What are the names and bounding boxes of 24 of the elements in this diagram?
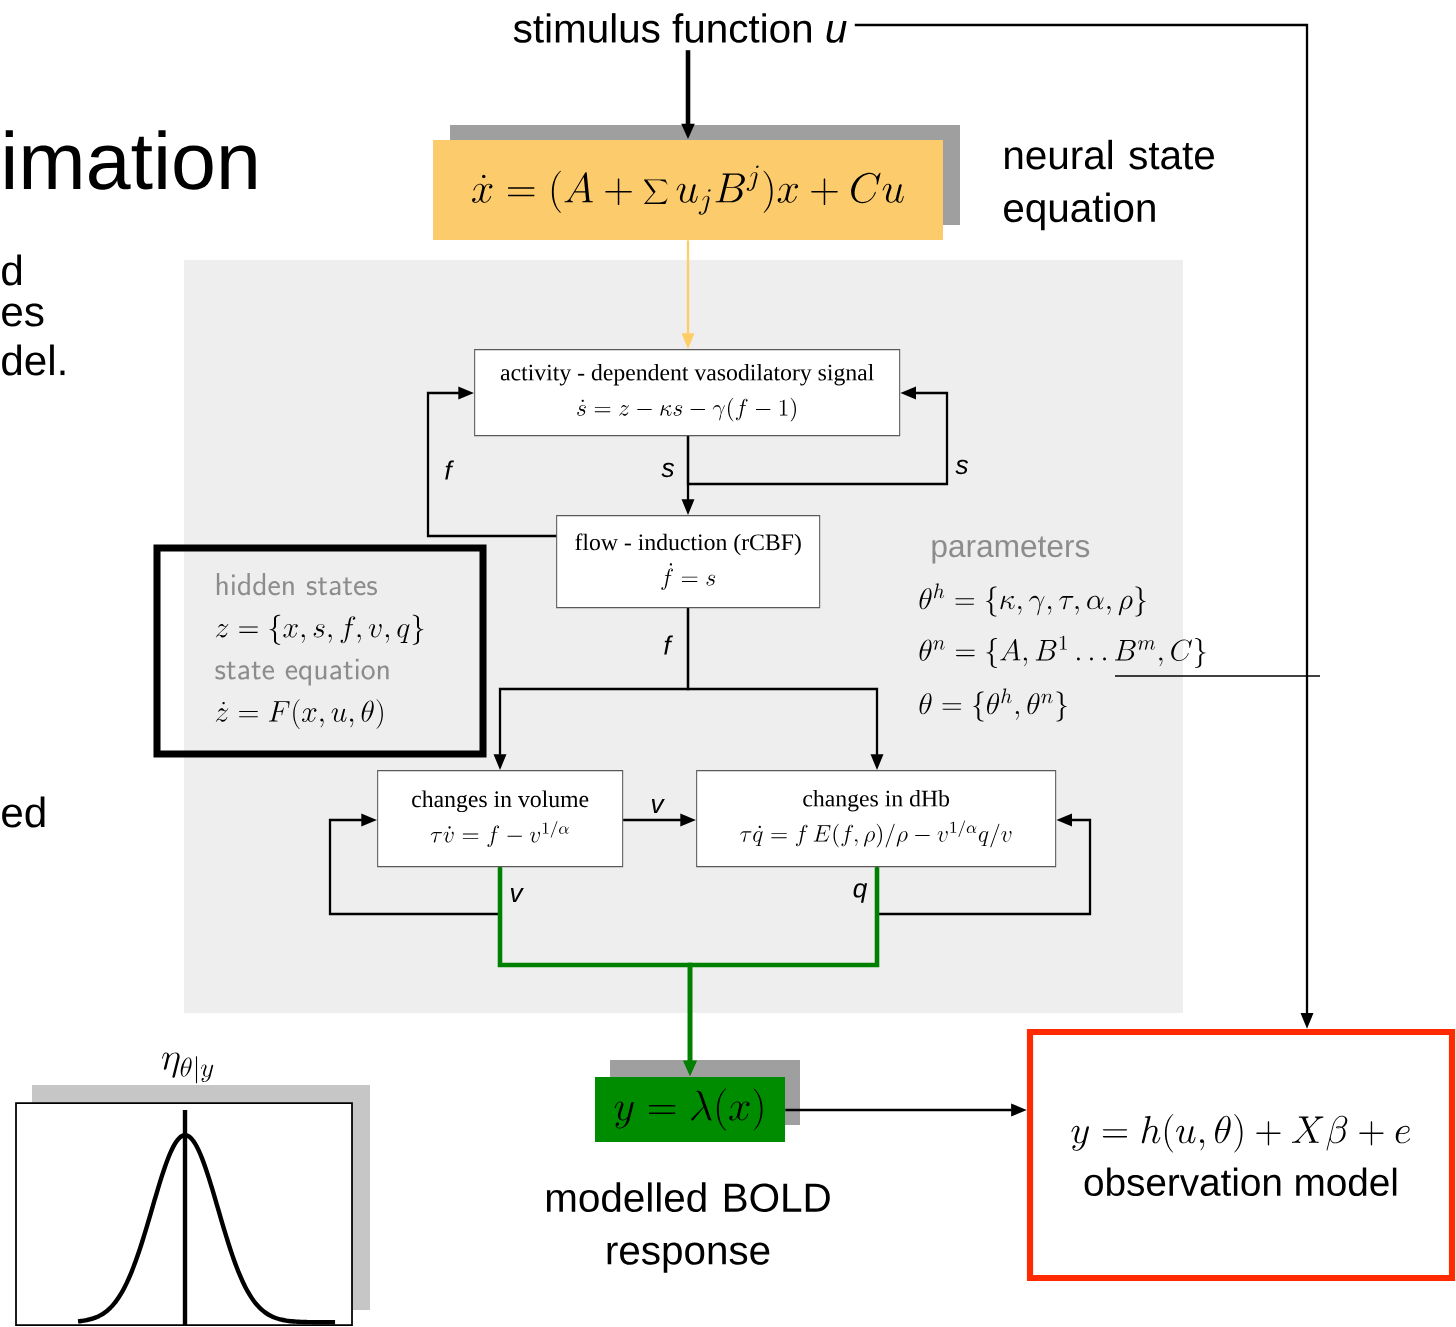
process-box: changes in volume $\tau\dot{v}=f-v^{1/\alpha}$ [377, 770, 624, 868]
equation-box: $\dot{x}=(A+\sum u_j B^j)x+Cu$ [433, 125, 960, 240]
state-box: hidden states $z=\{x,s,f,v,q\}$ state equation $\dot{z}=F(x,u,\theta)$ [153, 544, 487, 758]
edge-label: f [442, 458, 454, 482]
process-box: flow - induction (rCBF) $\dot{f}=s$ [556, 515, 821, 609]
parameter-formula: $\theta^h=\{\kappa,\gamma,\tau,\alpha,\rho\}$ [919, 583, 1146, 617]
text-fragment: d [2, 254, 22, 286]
text-fragment: ed [2, 796, 45, 828]
process-box: activity - dependent vasodilatory signal $\dot{s}=z-\kappa s-\gamma(f-1)$ [474, 349, 901, 437]
input-label: stimulus function u [513, 13, 847, 43]
caption: neural state equation [1004, 139, 1214, 231]
parameters-heading: parameters [932, 536, 1090, 564]
text-fragment: del. [2, 344, 65, 376]
caption: modelled BOLD response [546, 1182, 830, 1273]
arrow [426, 386, 557, 538]
model-box: $y=h(u,\theta)+X\beta+e$ observation model [1026, 1028, 1456, 1282]
text-fragment: es [2, 303, 44, 327]
output-box: $y=\lambda(x)$ [595, 1060, 800, 1142]
heading-fragment: imation [5, 130, 256, 190]
edge-label: f [661, 633, 673, 657]
process-box: changes in dHb $\tau\dot{q}=f\,E(f,\rho)/\rho-v^{1/\alpha}q/v$ [696, 770, 1057, 868]
plot-title: $\eta_{\theta|y}$ [162, 1052, 214, 1084]
parameter-formula: $\theta=\{\theta^h,\theta^n\}$ [919, 688, 1067, 722]
parameter-formula: $\theta^n=\{A,B^1\ldots B^m,C\}$ [919, 635, 1206, 668]
